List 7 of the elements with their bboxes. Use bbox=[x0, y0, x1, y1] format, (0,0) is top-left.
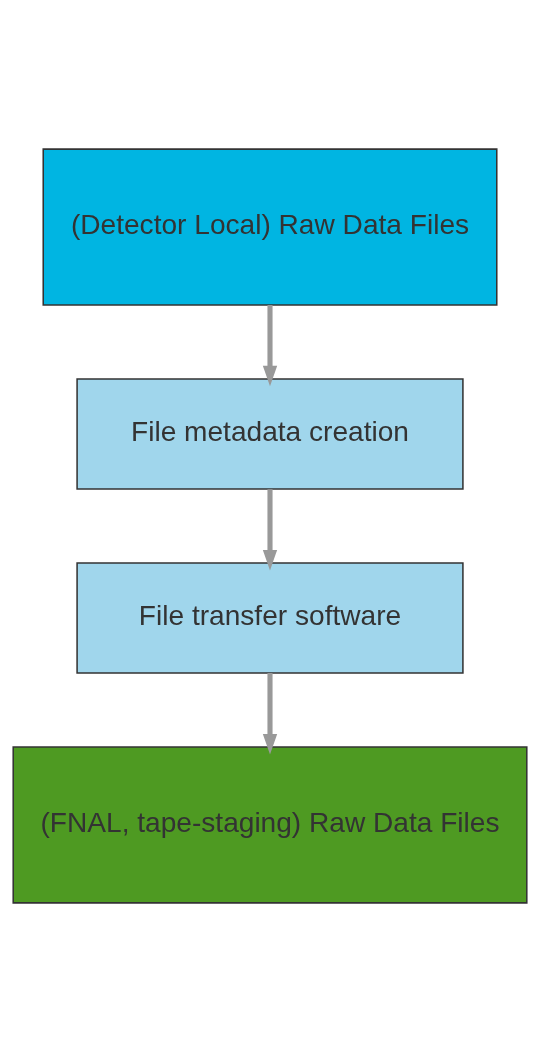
node-box: File transfer software bbox=[76, 562, 464, 674]
arrow bbox=[262, 305, 278, 387]
node-box: (Detector Local) Raw Data Files bbox=[42, 148, 498, 306]
arrow bbox=[262, 672, 278, 755]
arrow bbox=[262, 489, 278, 571]
node-box: File metadata creation bbox=[76, 378, 464, 490]
node-box: (FNAL, tape-staging) Raw Data Files bbox=[12, 746, 528, 904]
